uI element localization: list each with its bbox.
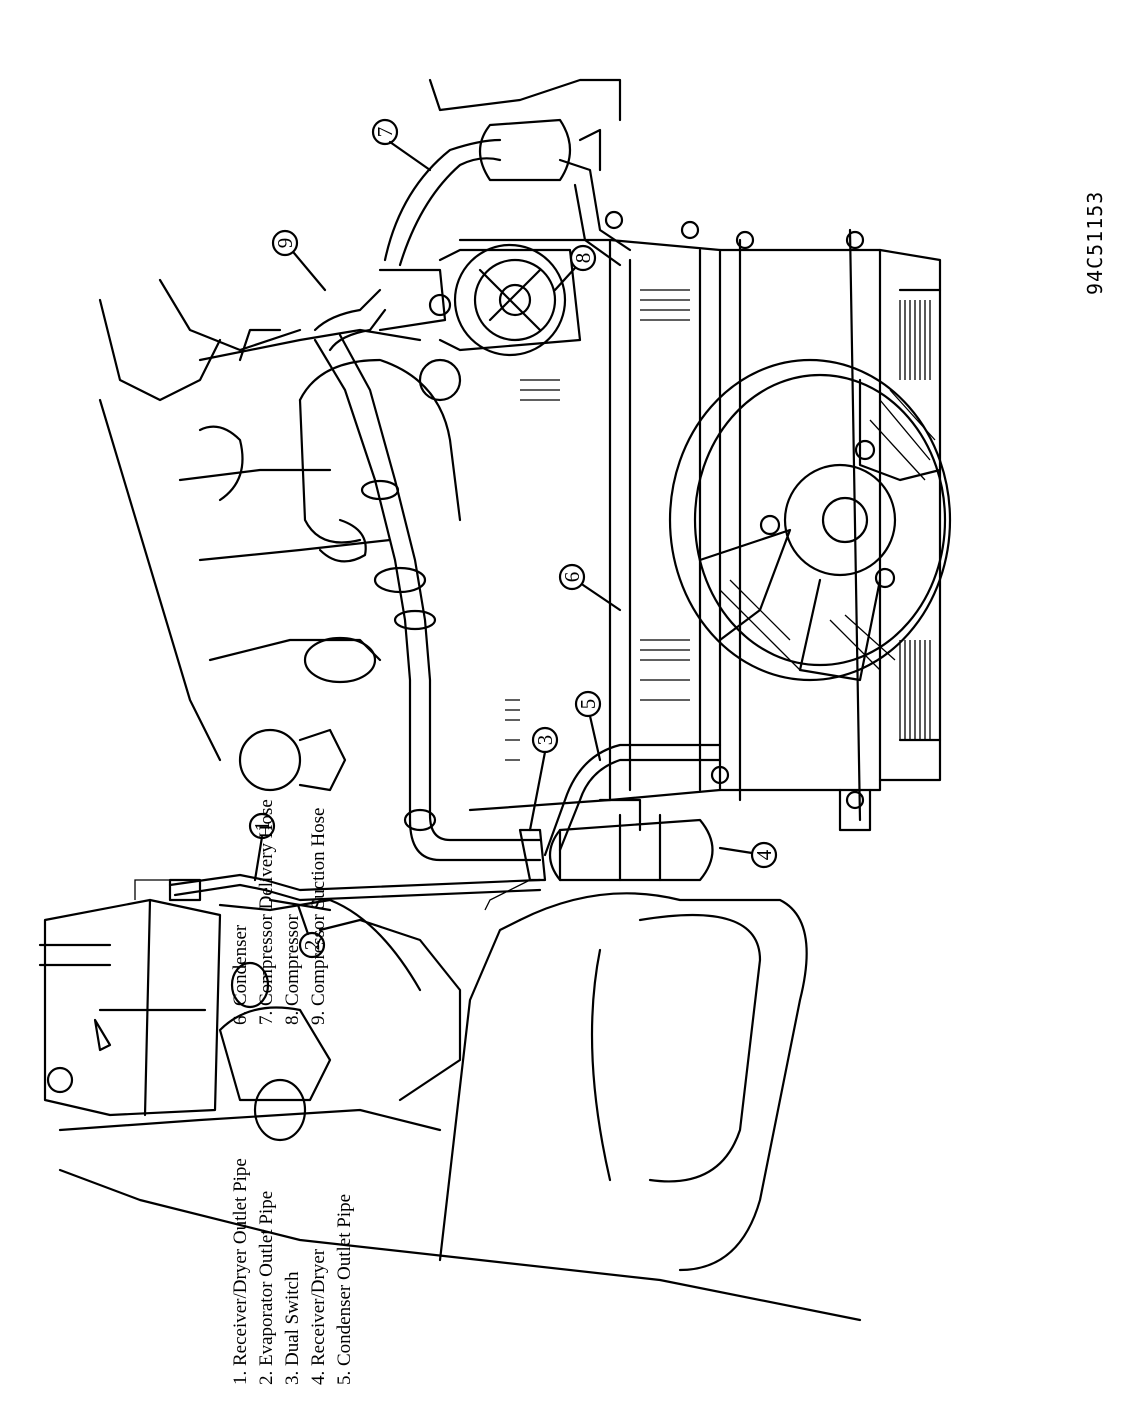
legend-item-7: 7. Compressor Delivery Hose: [256, 799, 277, 1025]
legend-item-4: 4. Receiver/Dryer: [308, 1248, 329, 1385]
refrigerant-lines: [168, 118, 722, 992]
callout-5-number: 5: [576, 699, 600, 710]
callout-8-number: 8: [571, 253, 595, 264]
callout-2-number: 2: [300, 940, 324, 951]
callout-9: 9: [271, 229, 327, 292]
battery: [38, 879, 222, 1117]
callout-6-number: 6: [560, 572, 584, 583]
receiver-dryer: [548, 798, 714, 882]
compressor: [378, 243, 582, 357]
callout-1: 1: [248, 812, 276, 882]
condenser-assembly: [458, 210, 942, 832]
callout-8: 8: [553, 244, 597, 292]
callouts: 1 2 3 4 5 6 7: [248, 118, 778, 959]
callout-3: 3: [528, 726, 559, 832]
legend-item-9: 9. Compressor Suction Hose: [308, 808, 329, 1025]
engine-bay-illustration: [38, 78, 952, 1322]
legend-item-5: 5. Condenser Outlet Pipe: [334, 1194, 355, 1385]
callout-5: 5: [574, 690, 602, 762]
callout-7-number: 7: [373, 127, 397, 138]
callout-9-number: 9: [273, 238, 297, 249]
callout-3-number: 3: [533, 735, 557, 746]
callout-6: 6: [558, 563, 622, 612]
callout-1-number: 1: [250, 821, 274, 832]
callout-4: 4: [718, 841, 778, 869]
legend-item-6: 6. Condenser: [230, 924, 251, 1025]
legend-item-8: 8. Compressor: [282, 914, 303, 1026]
cooling-fan: [668, 358, 952, 682]
engine-block: [98, 78, 622, 792]
callout-2: 2: [296, 903, 326, 959]
front-body-panel: [58, 892, 862, 1322]
legend-item-3: 3. Dual Switch: [282, 1271, 303, 1385]
legend: 1. Receiver/Dryer Outlet Pipe 2. Evapora…: [230, 799, 355, 1385]
reference-code: 94C51153: [1083, 191, 1107, 295]
callout-7: 7: [371, 118, 432, 172]
callout-4-number: 4: [752, 849, 776, 860]
legend-item-1: 1. Receiver/Dryer Outlet Pipe: [230, 1158, 251, 1385]
legend-item-2: 2. Evaporator Outlet Pipe: [256, 1191, 277, 1385]
